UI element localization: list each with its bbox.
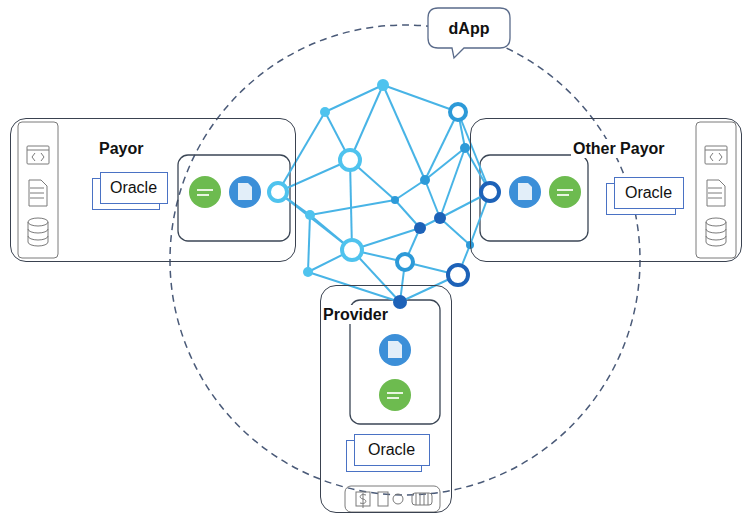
mesh-peer <box>448 265 468 285</box>
organization-box: PayorOracle <box>10 118 296 262</box>
mesh-peer <box>420 175 430 185</box>
mesh-peer <box>397 254 413 270</box>
node-box <box>178 155 290 241</box>
mesh-link <box>278 112 325 192</box>
mesh-link <box>325 85 383 112</box>
mesh-link <box>458 112 490 192</box>
node-box <box>480 155 588 241</box>
callout-bubble: dApp <box>428 8 510 48</box>
oracle-box: Oracle <box>614 177 684 209</box>
legacy-system-icon <box>18 122 736 258</box>
mesh-peer <box>269 183 287 201</box>
provider-systems-icon <box>345 486 440 512</box>
mesh-link <box>383 85 458 112</box>
mesh-link <box>350 160 352 250</box>
oracle-box: Oracle <box>100 172 168 204</box>
callout-outline <box>428 8 510 58</box>
mesh-peer <box>303 267 313 277</box>
mesh-link <box>308 272 400 302</box>
mesh-peer <box>460 143 470 153</box>
oracle-box: Oracle <box>354 434 430 466</box>
mesh-link <box>383 85 425 180</box>
mesh-link <box>425 180 440 218</box>
organization-box: ProviderOracle <box>320 285 452 513</box>
mesh-peer <box>391 196 399 204</box>
mesh-link <box>395 180 425 200</box>
group-heading: Payor <box>97 139 145 158</box>
mesh-link <box>308 215 310 272</box>
peer-icon <box>229 176 541 366</box>
box-label: Oracle <box>368 440 415 459</box>
group-heading: Provider <box>321 305 390 324</box>
mesh-link <box>278 192 352 250</box>
mesh-peer <box>305 210 315 220</box>
mesh-peer <box>340 150 360 170</box>
mesh-link <box>425 112 458 180</box>
mesh-link <box>310 200 395 215</box>
box-label: Oracle <box>625 183 672 202</box>
mesh-link <box>350 85 383 160</box>
mesh-peer <box>342 240 362 260</box>
mesh-peer <box>434 212 446 224</box>
organization-box: Other PayorOracle <box>470 118 742 262</box>
mesh-peer <box>414 222 426 234</box>
client-icon <box>189 176 581 411</box>
box-label: dApp <box>449 19 490 38</box>
box-label: Oracle <box>110 178 157 197</box>
mesh-peer <box>320 107 330 117</box>
dapp-boundary <box>170 25 640 495</box>
mesh-peer <box>481 183 499 201</box>
mesh-link <box>440 218 470 245</box>
mesh-peer <box>393 295 407 309</box>
mesh-peer <box>450 104 466 120</box>
group-heading: Other Payor <box>571 139 667 158</box>
mesh-network <box>269 79 499 309</box>
mesh-peer <box>377 79 389 91</box>
